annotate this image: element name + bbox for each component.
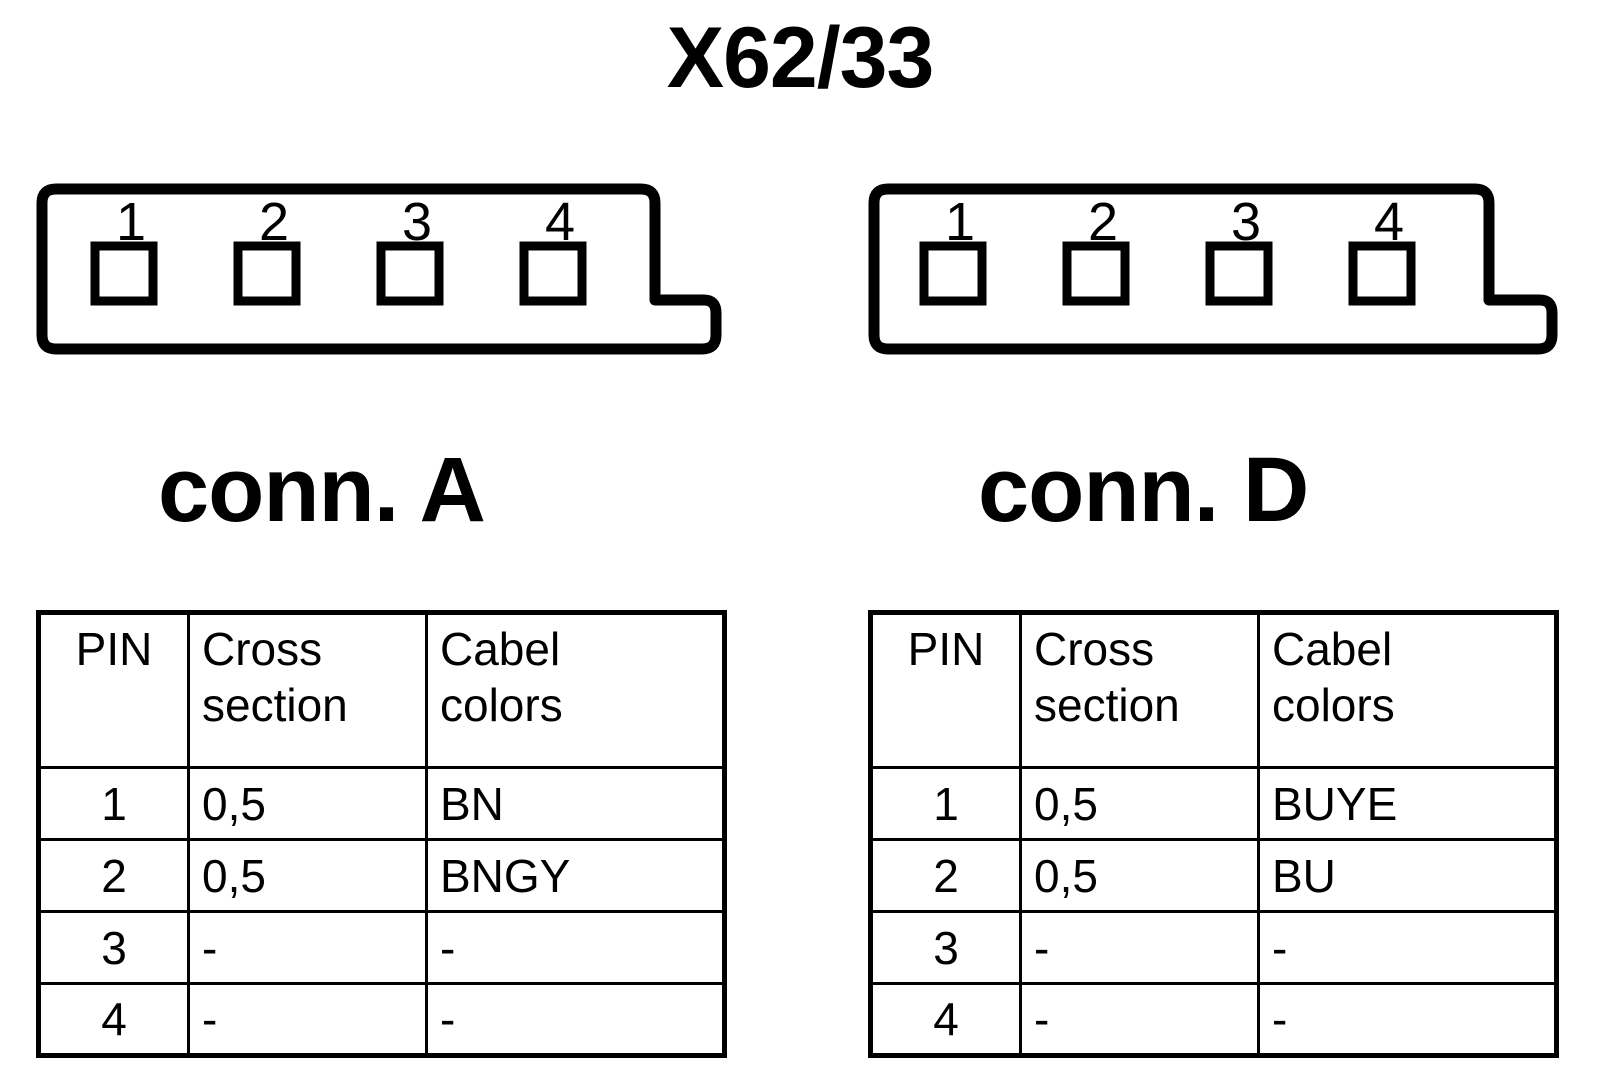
header-cross-section-a: Cross section — [187, 611, 428, 769]
pin-table-a: PIN Cross section Cabel colors 1 0,5 BN … — [36, 610, 727, 1058]
table-header-row-d: PIN Cross section Cabel colors — [869, 611, 1558, 769]
cell-cabel-colors: BU — [1257, 838, 1558, 913]
cell-cabel-colors: BNGY — [425, 838, 726, 913]
table-row: 1 0,5 BUYE — [869, 766, 1558, 841]
pin-number-d-2: 2 — [1088, 192, 1118, 252]
cell-cabel-colors: - — [425, 910, 726, 985]
pin-number-a-3: 3 — [402, 192, 432, 252]
header-pin-d: PIN — [869, 611, 1022, 769]
cell-cross-section: - — [1019, 910, 1260, 985]
cell-cross-section: - — [187, 910, 428, 985]
connector-body-a-svg: 1 2 3 4 — [36, 183, 722, 355]
pin-number-a-2: 2 — [259, 192, 289, 252]
pin-square-a-2 — [233, 241, 301, 306]
cell-pin: 4 — [37, 982, 190, 1057]
connector-outline-a — [36, 183, 722, 355]
cell-pin: 1 — [37, 766, 190, 841]
page-title: X62/33 — [666, 10, 935, 106]
cell-cabel-colors: - — [425, 982, 726, 1057]
cell-cabel-colors: BUYE — [1257, 766, 1558, 841]
cell-cross-section: 0,5 — [1019, 766, 1260, 841]
cell-pin: 2 — [869, 838, 1022, 913]
cell-pin: 3 — [37, 910, 190, 985]
header-cabel-colors-d: Cabel colors — [1257, 611, 1558, 769]
pin-table-d: PIN Cross section Cabel colors 1 0,5 BUY… — [868, 610, 1559, 1058]
connector-label-d: conn. D — [978, 439, 1309, 541]
cell-cross-section: - — [1019, 982, 1260, 1057]
cell-cross-section: 0,5 — [187, 838, 428, 913]
cell-cabel-colors: - — [1257, 982, 1558, 1057]
pin-number-a-4: 4 — [545, 192, 575, 252]
connector-diagram-d: 1 2 3 4 — [868, 183, 1558, 355]
table-header-row-a: PIN Cross section Cabel colors — [37, 611, 726, 769]
connector-outline-d — [868, 183, 1558, 355]
header-cross-section-d: Cross section — [1019, 611, 1260, 769]
table-row: 4 - - — [869, 982, 1558, 1057]
table-row: 1 0,5 BN — [37, 766, 726, 841]
pin-number-d-1: 1 — [945, 192, 975, 252]
cell-pin: 4 — [869, 982, 1022, 1057]
pin-number-a-1: 1 — [116, 192, 146, 252]
cell-pin: 3 — [869, 910, 1022, 985]
pin-square-a-4 — [519, 241, 587, 306]
cell-cabel-colors: - — [1257, 910, 1558, 985]
pin-square-d-3 — [1205, 241, 1273, 306]
cell-cross-section: - — [187, 982, 428, 1057]
table-row: 3 - - — [869, 910, 1558, 985]
pin-square-d-2 — [1062, 241, 1130, 306]
table-row: 2 0,5 BNGY — [37, 838, 726, 913]
header-cabel-colors-a: Cabel colors — [425, 611, 726, 769]
cell-cross-section: 0,5 — [187, 766, 428, 841]
cell-cabel-colors: BN — [425, 766, 726, 841]
connector-label-a: conn. A — [158, 439, 486, 541]
pin-number-d-4: 4 — [1374, 192, 1404, 252]
cell-pin: 2 — [37, 838, 190, 913]
table-row: 4 - - — [37, 982, 726, 1057]
header-pin-a: PIN — [37, 611, 190, 769]
cell-cross-section: 0,5 — [1019, 838, 1260, 913]
pin-square-a-1 — [90, 241, 158, 306]
table-row: 2 0,5 BU — [869, 838, 1558, 913]
connector-body-d-svg: 1 2 3 4 — [868, 183, 1558, 355]
pin-square-d-1 — [919, 241, 987, 306]
cell-pin: 1 — [869, 766, 1022, 841]
connector-diagram-a: 1 2 3 4 — [36, 183, 722, 355]
pin-number-d-3: 3 — [1231, 192, 1261, 252]
table-row: 3 - - — [37, 910, 726, 985]
pin-square-a-3 — [376, 241, 444, 306]
pin-square-d-4 — [1348, 241, 1416, 306]
